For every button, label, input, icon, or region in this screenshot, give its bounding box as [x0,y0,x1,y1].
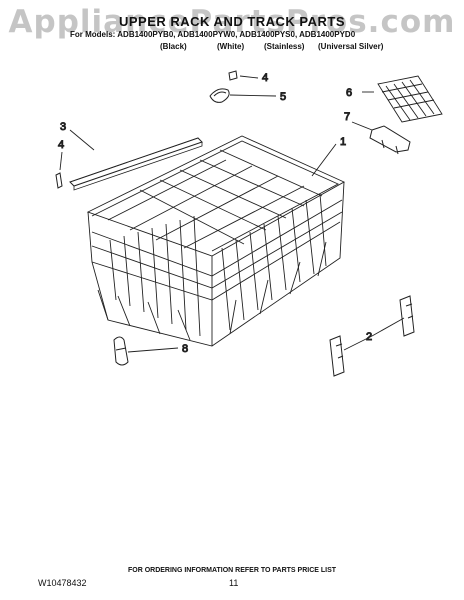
document-number: W10478432 [38,578,87,588]
callout-5: 5 [280,91,286,103]
callout-4-left: 4 [58,139,64,151]
end-cap-left-part [55,172,63,189]
watermark: AppliancePartsPros.com [8,4,456,40]
cup-shelf-part [377,75,443,123]
callout-6: 6 [346,87,352,99]
variant-stainless: (Stainless) [264,42,305,51]
page-title: UPPER RACK AND TRACK PARTS [118,14,346,29]
track-rail-part [69,137,203,191]
callout-8: 8 [182,343,188,355]
callout-7: 7 [344,111,350,123]
callout-2: 2 [366,331,372,343]
variant-universal-silver: (Universal Silver) [318,42,384,51]
upper-rack-part [86,135,345,347]
callout-1: 1 [340,136,346,148]
adjuster-bracket-left-part [329,335,345,377]
tine-holder-part [113,336,129,366]
clip-top-part [228,70,238,81]
leader-lines [59,75,405,353]
ordering-note: FOR ORDERING INFORMATION REFER TO PARTS … [127,567,337,574]
callout-3: 3 [60,121,66,133]
adjuster-bracket-right-part [399,295,415,337]
callout-4-top: 4 [262,72,268,84]
page-number: 11 [229,578,239,588]
model-numbers: For Models: ADB1400PYB0, ADB1400PYW0, AD… [70,30,356,39]
variant-white: (White) [217,42,245,51]
shelf-clip-part [369,125,411,155]
stop-clip-part [209,88,230,103]
variant-black: (Black) [160,42,187,51]
